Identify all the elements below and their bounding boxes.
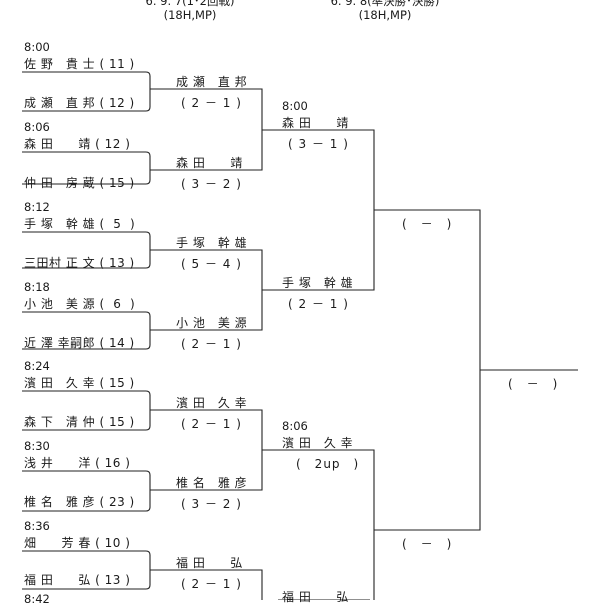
quarterfinal-score: ( 2 － 1 ) — [288, 297, 349, 311]
final-score: ( － ) — [508, 377, 559, 391]
match-time: 8:42 — [24, 592, 50, 606]
match-time: 8:30 — [24, 439, 50, 453]
player-entry: 濱 田 久 幸 ( 15 ) — [24, 376, 135, 390]
player-entry: 浅 井 洋 ( 16 ) — [24, 456, 131, 470]
player-entry: 手 塚 幹 雄 ( 5 ) — [24, 217, 136, 231]
match-time: 8:06 — [24, 120, 50, 134]
round2-score: ( 2 － 1 ) — [181, 417, 242, 431]
round2-score: ( 3 － 2 ) — [181, 177, 242, 191]
match-time: 8:36 — [24, 519, 50, 533]
quarterfinal-winner: 手 塚 幹 雄 — [282, 276, 354, 290]
semifinal-score: ( － ) — [402, 537, 453, 551]
qf-bracket-2 — [370, 449, 470, 600]
quarterfinal-time: 8:06 — [282, 419, 308, 433]
match-time: 8:24 — [24, 359, 50, 373]
r2-bracket-2 — [252, 249, 278, 331]
round2-score: ( 3 － 2 ) — [181, 497, 242, 511]
round2-winner: 手 塚 幹 雄 — [176, 236, 248, 250]
player-entry: 成 瀬 直 邦 ( 12 ) — [24, 96, 135, 110]
player-entry: 近 澤 幸嗣郎 ( 14 ) — [24, 336, 135, 350]
qf-bracket-1 — [370, 129, 470, 291]
round2-score: ( 2 － 1 ) — [181, 337, 242, 351]
match-time: 8:18 — [24, 280, 50, 294]
match-time: 8:12 — [24, 200, 50, 214]
r2-bracket-4 — [252, 569, 263, 600]
semifinal-format-header: (18H,MP) — [358, 8, 412, 22]
quarterfinal-winner: 森 田 靖 — [282, 116, 349, 130]
quarterfinal-score: ( 3 － 1 ) — [288, 137, 349, 151]
round2-winner: 成 瀬 直 邦 — [176, 75, 248, 89]
round2-winner: 森 田 靖 — [176, 156, 243, 170]
quarterfinal-winner: 濱 田 久 幸 — [282, 436, 354, 450]
r2-bracket-1 — [252, 88, 278, 171]
round2-winner: 濱 田 久 幸 — [176, 396, 248, 410]
round2-winner: 小 池 美 源 — [176, 316, 248, 330]
player-entry: 椎 名 雅 彦 ( 23 ) — [24, 495, 135, 509]
player-entry: 畑 芳 春 ( 10 ) — [24, 536, 131, 550]
round1-format-header: (18H,MP) — [163, 8, 217, 22]
round1-date-header: 6. 9. 7(1･2回戦) — [145, 0, 235, 8]
round2-score: ( 5 － 4 ) — [181, 257, 242, 271]
round2-score: ( 2 － 1 ) — [181, 577, 242, 591]
round2-winner: 椎 名 雅 彦 — [176, 476, 248, 490]
match-time: 8:00 — [24, 40, 50, 54]
sf-bracket — [470, 209, 578, 531]
quarterfinal-score: ( 2up ) — [296, 457, 360, 471]
round2-score: ( 2 － 1 ) — [181, 96, 242, 110]
r2-bracket-3 — [252, 409, 278, 491]
quarterfinal-time: 8:00 — [282, 99, 308, 113]
semifinal-date-header: 6. 9. 8(準決勝･決勝) — [330, 0, 440, 8]
player-entry: 福 田 弘 ( 13 ) — [24, 573, 131, 587]
player-entry: 佐 野 貴 士 ( 11 ) — [24, 57, 135, 71]
player-entry: 森 田 靖 ( 12 ) — [24, 137, 131, 151]
player-entry: 仲 田 房 蔵 ( 15 ) — [24, 176, 135, 190]
quarterfinal-winner: 福 田 弘 — [282, 590, 349, 604]
player-entry: 森 下 清 仲 ( 15 ) — [24, 415, 135, 429]
round2-winner: 福 田 弘 — [176, 556, 243, 570]
player-entry: 三田村 正 文 ( 13 ) — [24, 256, 135, 270]
semifinal-score: ( － ) — [402, 217, 453, 231]
player-entry: 小 池 美 源 ( 6 ) — [24, 297, 136, 311]
